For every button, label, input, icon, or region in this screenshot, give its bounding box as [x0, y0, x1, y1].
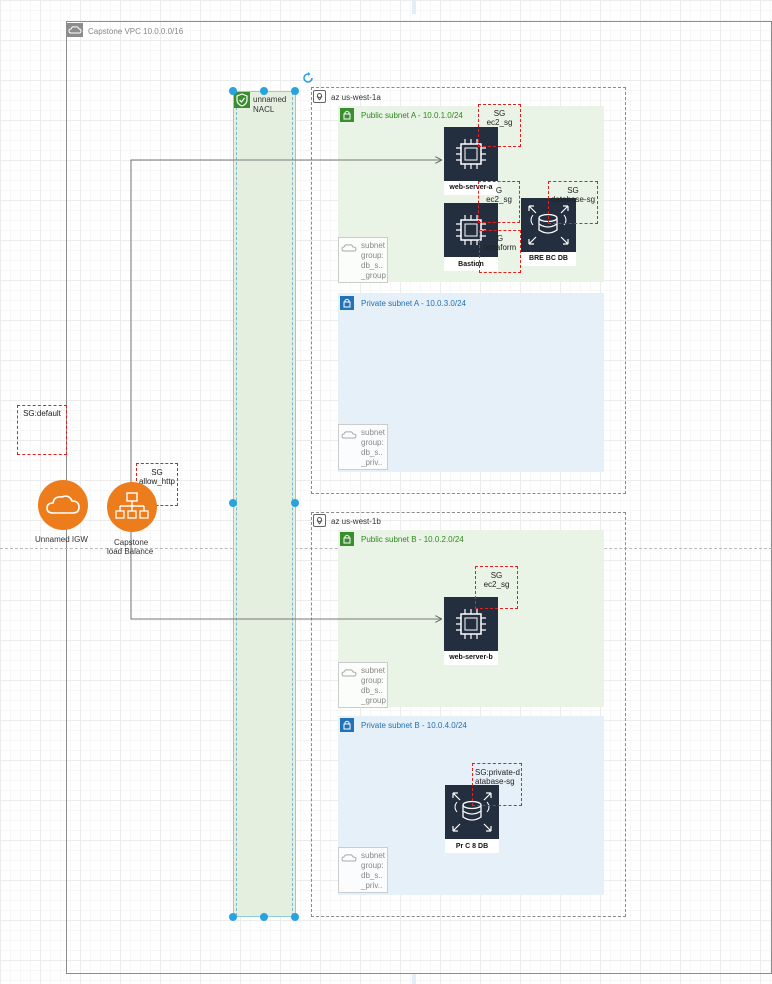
database-a-icon[interactable] [521, 198, 576, 252]
instance-caption-bg [445, 839, 499, 853]
subnet-group-text: db_s.. [361, 686, 383, 695]
instance-caption-bg [444, 651, 498, 665]
public-subnet-a-label: Public subnet A - 10.0.1.0/24 [361, 111, 463, 120]
subnet-group-text: group: [361, 861, 384, 870]
subnet-group-text: subnet [361, 241, 386, 250]
database-a-label: BRE BC DB [529, 255, 568, 262]
subnet-group-icon [341, 427, 357, 443]
nacl-shield-icon [234, 92, 250, 108]
resize-handle[interactable] [229, 87, 237, 95]
top-marker [412, 0, 416, 14]
subnet-group-text: group: [361, 438, 384, 447]
security-group-default[interactable]: SG:default [17, 405, 67, 455]
private-subnet-a-label: Private subnet A - 10.0.3.0/24 [361, 299, 466, 308]
sg-label: ec2_sg [486, 195, 512, 204]
subnet-lock-icon [340, 296, 354, 310]
sg-label: database-sg [550, 195, 596, 204]
subnet-group-text: _group [361, 696, 386, 705]
private-subnet-b-label: Private subnet B - 10.0.4.0/24 [361, 721, 467, 730]
lb-to-web-b-connector [130, 511, 441, 619]
subnet-lock-icon [340, 108, 354, 122]
instance-caption-bg [444, 257, 498, 271]
az-pin-icon [313, 514, 326, 527]
internet-gateway-icon[interactable] [38, 480, 88, 530]
subnet-group-text: _priv.. [361, 458, 383, 467]
instance-caption-bg [444, 181, 498, 195]
sg-label: G [495, 186, 503, 195]
subnet-group-icon [341, 240, 357, 256]
instance-caption-bg [521, 252, 576, 266]
subnet-lock-icon [340, 718, 354, 732]
database-b-label: Pr C 8 DB [455, 843, 489, 850]
lb-to-web-a-connector [130, 160, 441, 482]
vpc-cloud-icon [67, 23, 83, 37]
subnet-lock-icon [340, 532, 354, 546]
web-server-b-label: web-server-b [449, 654, 493, 661]
subnet-group-text: subnet [361, 428, 386, 437]
web-server-b-icon[interactable] [444, 597, 498, 651]
nacl-container[interactable] [233, 91, 296, 917]
sg-label: G [496, 234, 504, 243]
resize-handle[interactable] [291, 87, 299, 95]
sg-label: SG [151, 468, 163, 477]
vpc-label: Capstone VPC 10.0.0.0/16 [88, 27, 184, 36]
resize-handle[interactable] [291, 499, 299, 507]
sg-label: SG:private-database-sg [475, 768, 520, 786]
resize-handle[interactable] [229, 499, 237, 507]
public-subnet-b-label: Public subnet B - 10.0.2.0/24 [361, 535, 464, 544]
az-a-label: az us-west-1a [331, 93, 381, 102]
sg-label: ec2_sg [483, 580, 510, 589]
resize-handle[interactable] [229, 913, 237, 921]
sg-label: SG:default [23, 409, 61, 418]
subnet-group-icon [341, 665, 357, 681]
resize-handle[interactable] [260, 87, 268, 95]
nacl-label-1: unnamed [253, 95, 287, 104]
subnet-group-text: group: [361, 251, 384, 260]
igw-label: Unnamed IGW [35, 535, 88, 544]
subnet-group-text: db_s.. [361, 448, 383, 457]
subnet-group-text: _priv.. [361, 881, 383, 890]
load-balancer-icon[interactable] [107, 482, 157, 532]
subnet-group-text: subnet [361, 666, 386, 675]
security-group-private-database[interactable]: SG:private-database-sg [472, 763, 522, 806]
bottom-marker [412, 974, 416, 984]
az-pin-icon [313, 90, 326, 103]
az-container-a[interactable] [311, 87, 626, 494]
lb-label-2: load Balance [107, 547, 154, 556]
subnet-group-text: subnet [361, 851, 386, 860]
resize-handle[interactable] [291, 913, 299, 921]
sg-label: terraform [483, 243, 517, 252]
sg-label: SG [490, 571, 503, 580]
subnet-group-text: group: [361, 676, 384, 685]
web-server-a-icon[interactable] [444, 127, 498, 181]
lb-label-1: Capstone [114, 538, 149, 547]
sg-label: SG [493, 109, 506, 118]
nacl-label-2: NACL [253, 105, 275, 114]
subnet-group-icon [341, 850, 357, 866]
web-server-a-label: web-server-a [449, 184, 493, 191]
subnet-group-text: db_s.. [361, 871, 383, 880]
resize-handle[interactable] [260, 913, 268, 921]
az-container-b[interactable] [311, 512, 626, 917]
bastion-label: Bastion [458, 261, 484, 268]
sg-label: ec2_sg [486, 118, 513, 127]
rotate-icon[interactable] [302, 72, 314, 84]
sg-label: allow_http [138, 477, 176, 486]
subnet-group-text: db_s.. [361, 261, 383, 270]
sg-label: SG [567, 186, 579, 195]
az-b-label: az us-west-1b [331, 517, 381, 526]
subnet-group-text: _group [361, 271, 386, 280]
